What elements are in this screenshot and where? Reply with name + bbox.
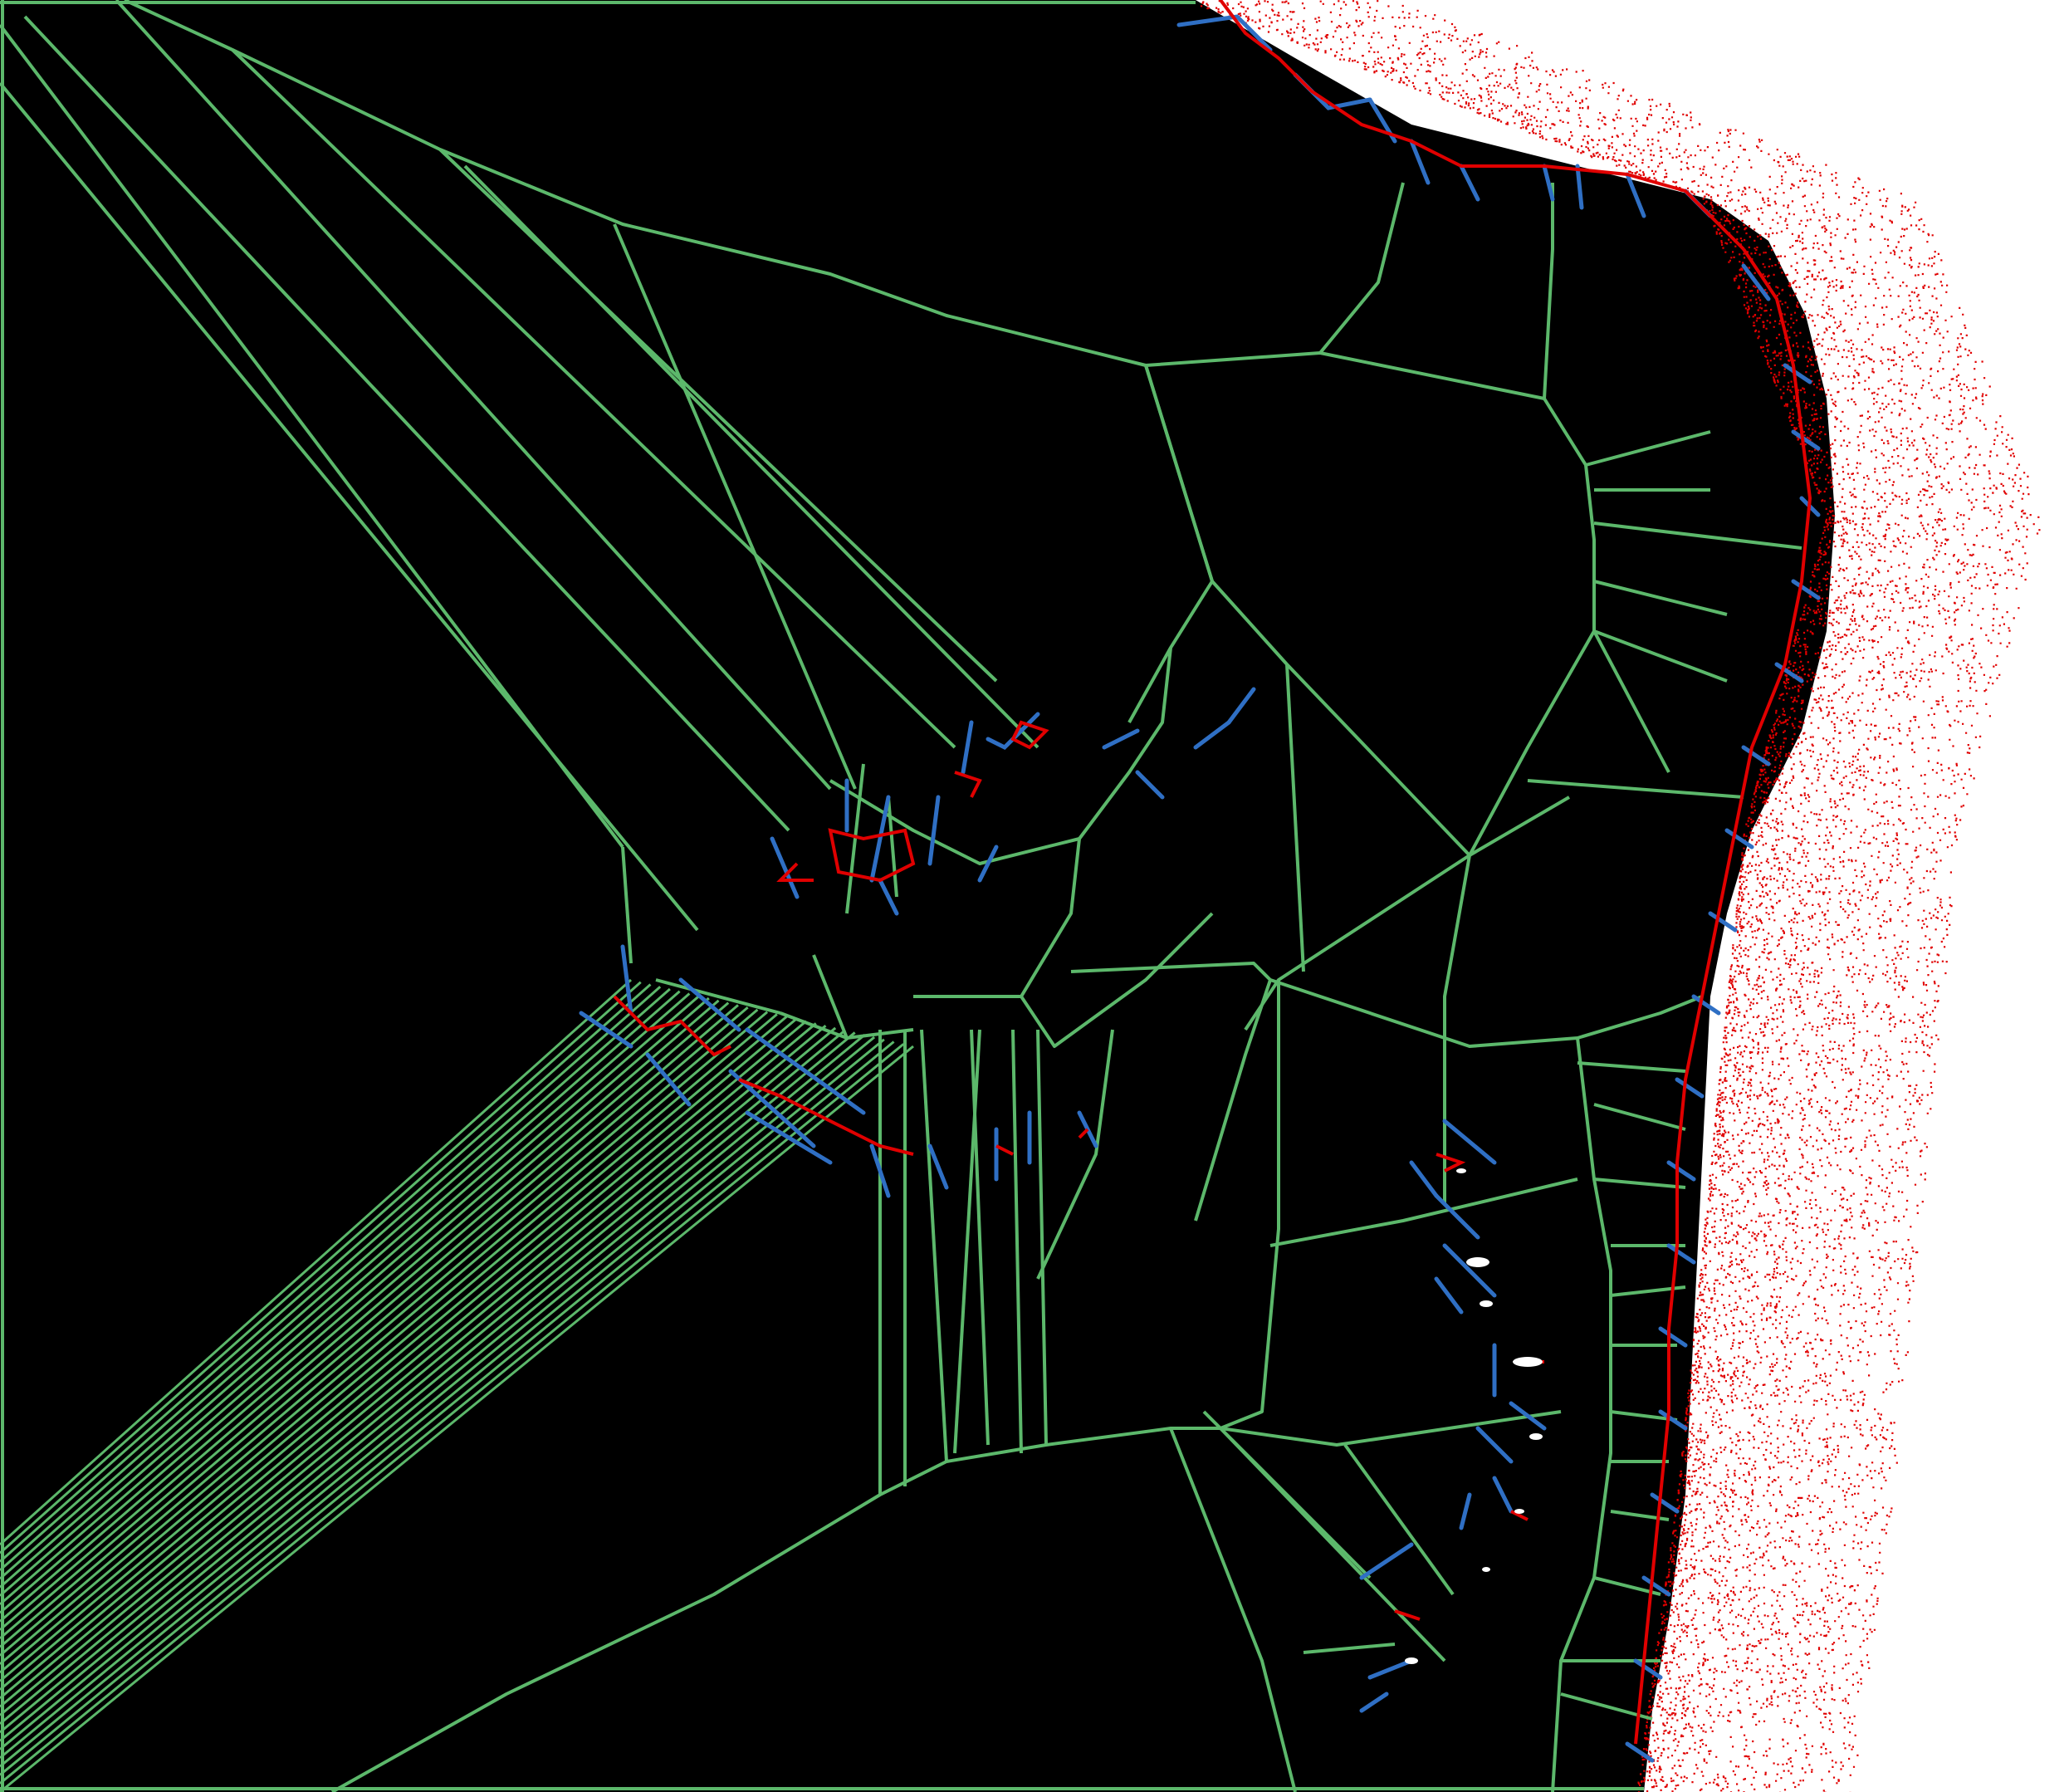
voronoi-diagram <box>0 0 2069 1792</box>
